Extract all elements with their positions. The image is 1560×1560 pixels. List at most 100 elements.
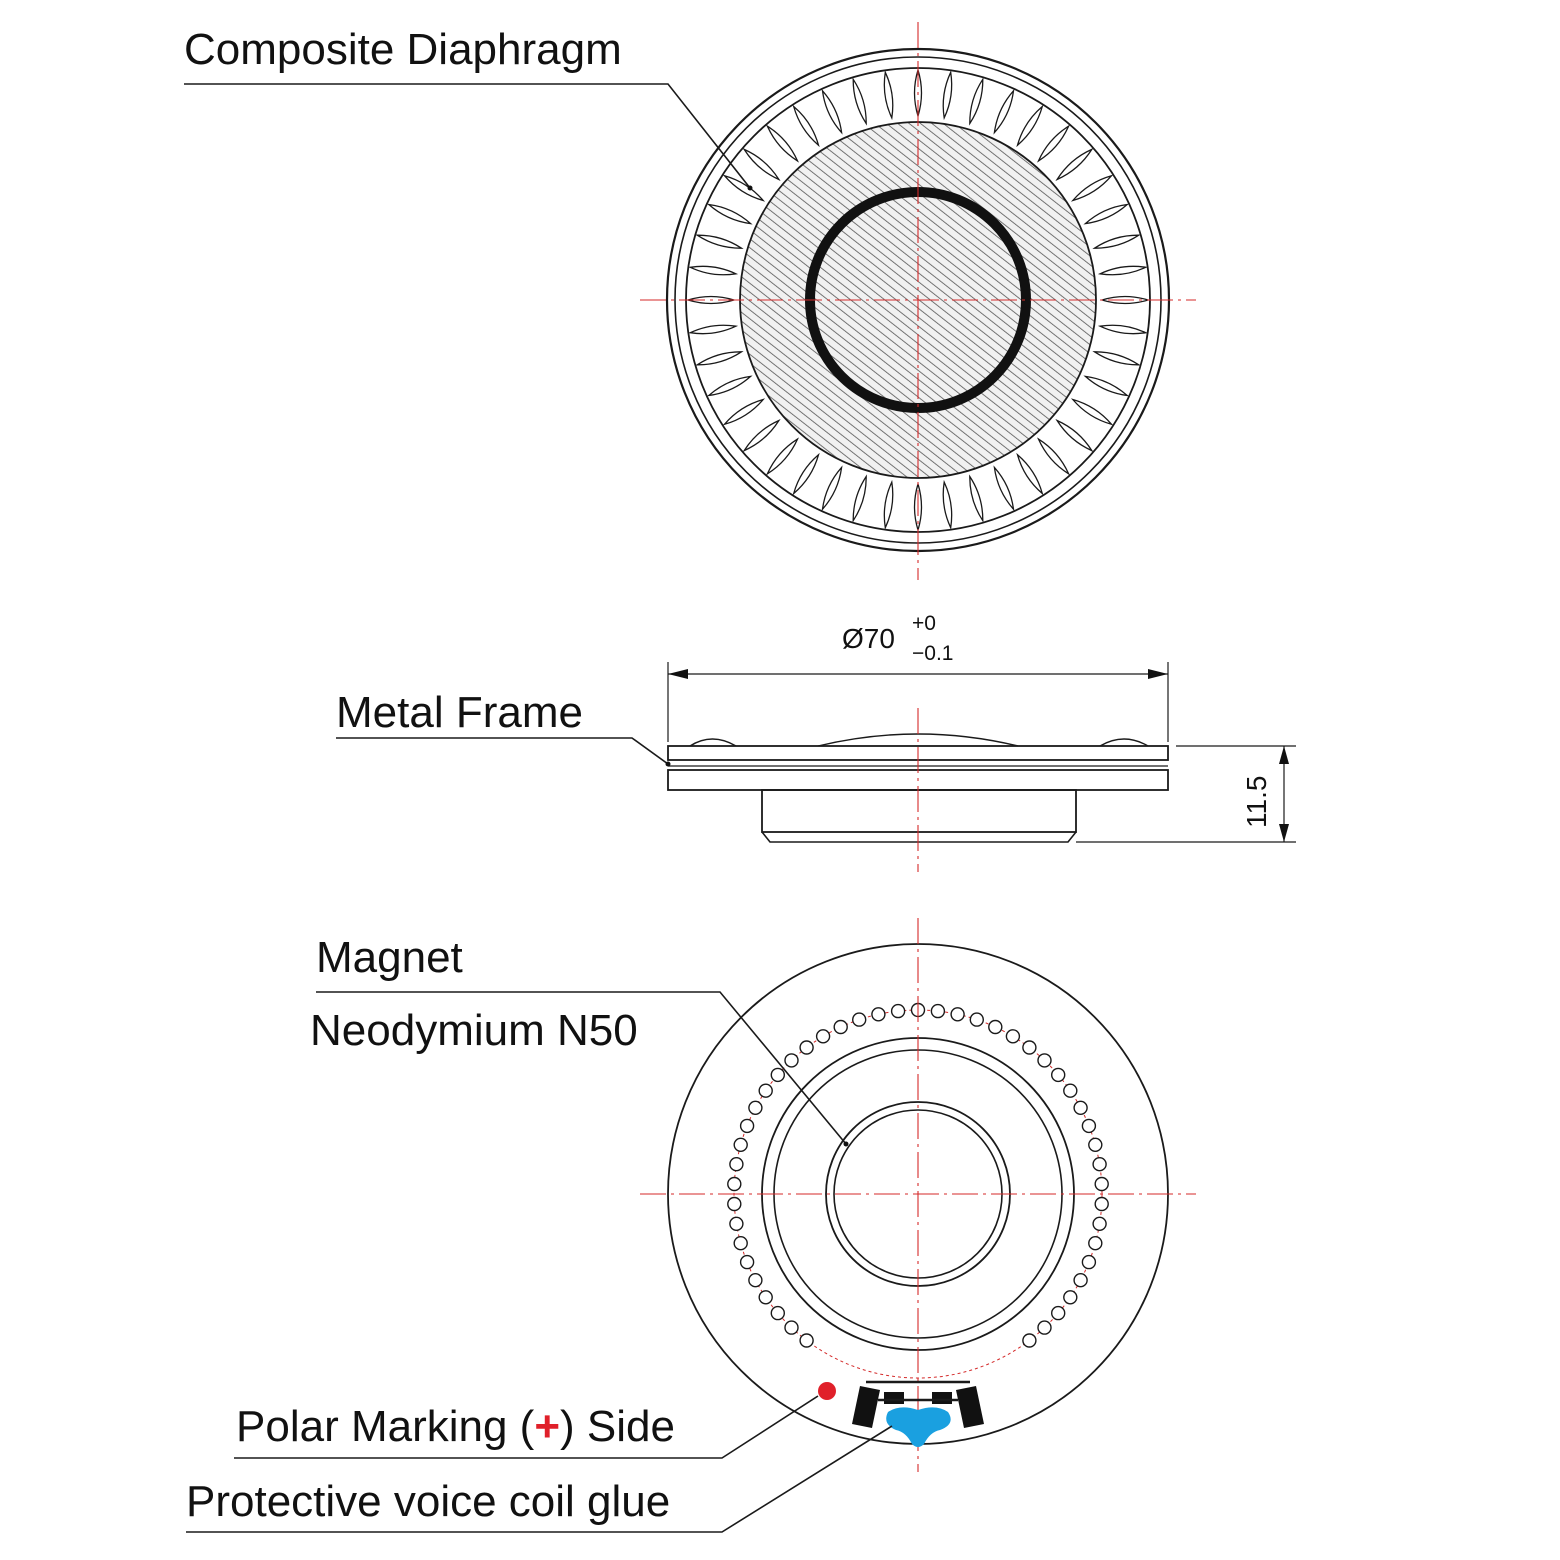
surround-rib (792, 104, 820, 148)
vent-hole (950, 1007, 965, 1022)
surround-rib (969, 474, 984, 523)
polar-marking-prefix: Polar Marking ( (236, 1402, 535, 1451)
surround-rib (792, 452, 820, 496)
terminal-frame (866, 1380, 970, 1402)
vent-hole (1081, 1254, 1097, 1270)
vent-hole (871, 1007, 886, 1022)
surround-rib (1097, 324, 1148, 335)
surround-rib (969, 77, 984, 126)
vent-hole (784, 1053, 799, 1068)
surround-rib (993, 465, 1015, 512)
surround-rib (852, 474, 867, 523)
side-view: Ø70 +0 −0.1 11.5 Metal Frame (336, 612, 1296, 872)
protective-glue-blob (886, 1407, 951, 1447)
vent-hole (1050, 1067, 1066, 1083)
leader-dot (747, 185, 753, 191)
metal-frame-label: Metal Frame (336, 688, 583, 737)
surround-rib (942, 479, 953, 530)
vent-hole (1063, 1290, 1078, 1305)
vent-hole (799, 1333, 814, 1348)
composite-diaphragm-label: Composite Diaphragm (184, 25, 622, 74)
vent-hole (930, 1003, 946, 1019)
vent-hole (784, 1320, 799, 1335)
vent-holes (727, 1002, 1109, 1348)
vent-hole (748, 1100, 763, 1116)
vent-hole (1022, 1333, 1037, 1348)
height-arrow-top (1279, 746, 1289, 764)
surround-rib (852, 77, 867, 126)
protective-glue-label: Protective voice coil glue (186, 1477, 670, 1526)
vent-hole (748, 1272, 763, 1288)
surround-rib (993, 88, 1015, 135)
diameter-tolerance-upper: +0 (912, 612, 936, 635)
surround-rib (742, 147, 781, 181)
surround-rib (883, 479, 894, 530)
surround-rib (1070, 398, 1114, 426)
polar-marking-leader (234, 1395, 819, 1459)
vent-hole (1073, 1100, 1088, 1116)
surround-rib (1083, 375, 1130, 397)
diameter-arrow-left (668, 669, 688, 679)
vent-hole (815, 1029, 831, 1044)
vent-hole (988, 1019, 1003, 1035)
terminal-pad-right (932, 1392, 952, 1404)
diameter-arrow-right (1148, 669, 1168, 679)
surround-rib (1016, 104, 1044, 148)
surround-rib (1097, 265, 1148, 276)
housing-bottom-chamfer (761, 831, 1077, 843)
surround-rib (1037, 437, 1071, 476)
surround-rib (695, 351, 744, 366)
height-value: 11.5 (1241, 776, 1272, 828)
vent-hole (758, 1083, 773, 1098)
back-view: Magnet Neodymium N50 Polar Marking (+) S… (186, 918, 1196, 1533)
surround-rib (1083, 203, 1130, 225)
surround-rib (1037, 124, 1071, 163)
vent-hole (1094, 1176, 1109, 1192)
vent-hole (1022, 1040, 1037, 1055)
surround-rib (883, 70, 894, 121)
polar-marking-label: Polar Marking (+) Side (236, 1402, 675, 1451)
vent-hole (1037, 1053, 1052, 1068)
surround-rib (821, 88, 843, 135)
vent-hole (1092, 1216, 1107, 1232)
vent-hole (1073, 1272, 1088, 1288)
vent-hole (733, 1235, 748, 1251)
vent-hole (1094, 1196, 1109, 1212)
surround-rib (765, 437, 799, 476)
surround-rib (1070, 174, 1114, 202)
surround-rib (722, 398, 766, 426)
terminal-connector (852, 1380, 984, 1447)
surround-rib (1016, 452, 1044, 496)
vent-hole (727, 1176, 742, 1192)
magnet-leader (316, 991, 847, 1145)
vent-hole (727, 1196, 742, 1212)
magnet-leader-dot (843, 1141, 849, 1147)
vent-hole (1050, 1305, 1066, 1321)
composite-diaphragm-leader (184, 83, 751, 189)
terminal-pad-left (884, 1392, 904, 1404)
magnet-housing (761, 789, 1077, 833)
magnet-material-label: Neodymium N50 (310, 1006, 638, 1055)
vent-hole (890, 1003, 906, 1019)
vent-hole (1088, 1235, 1103, 1251)
metal-frame-leader-dot (665, 761, 671, 767)
vent-hole (758, 1290, 773, 1305)
vent-hole (729, 1216, 744, 1232)
vent-hole (1005, 1029, 1021, 1044)
dome-bumps (689, 733, 1149, 747)
vent-hole (729, 1156, 744, 1172)
vent-hole (770, 1305, 785, 1321)
surround-rib (742, 419, 781, 453)
surround-rib (821, 465, 843, 512)
vent-hole (1037, 1320, 1052, 1335)
terminal-bracket-left (852, 1386, 880, 1428)
height-arrow-bottom (1279, 824, 1289, 842)
surround-ribs (685, 67, 1151, 533)
surround-rib (706, 375, 753, 397)
surround-rib (688, 324, 739, 335)
surround-rib (1055, 147, 1094, 181)
polar-marker-dot (818, 1382, 836, 1400)
polar-marking-plus: + (534, 1402, 560, 1451)
vent-hole (770, 1067, 785, 1083)
surround-rib (695, 234, 744, 249)
